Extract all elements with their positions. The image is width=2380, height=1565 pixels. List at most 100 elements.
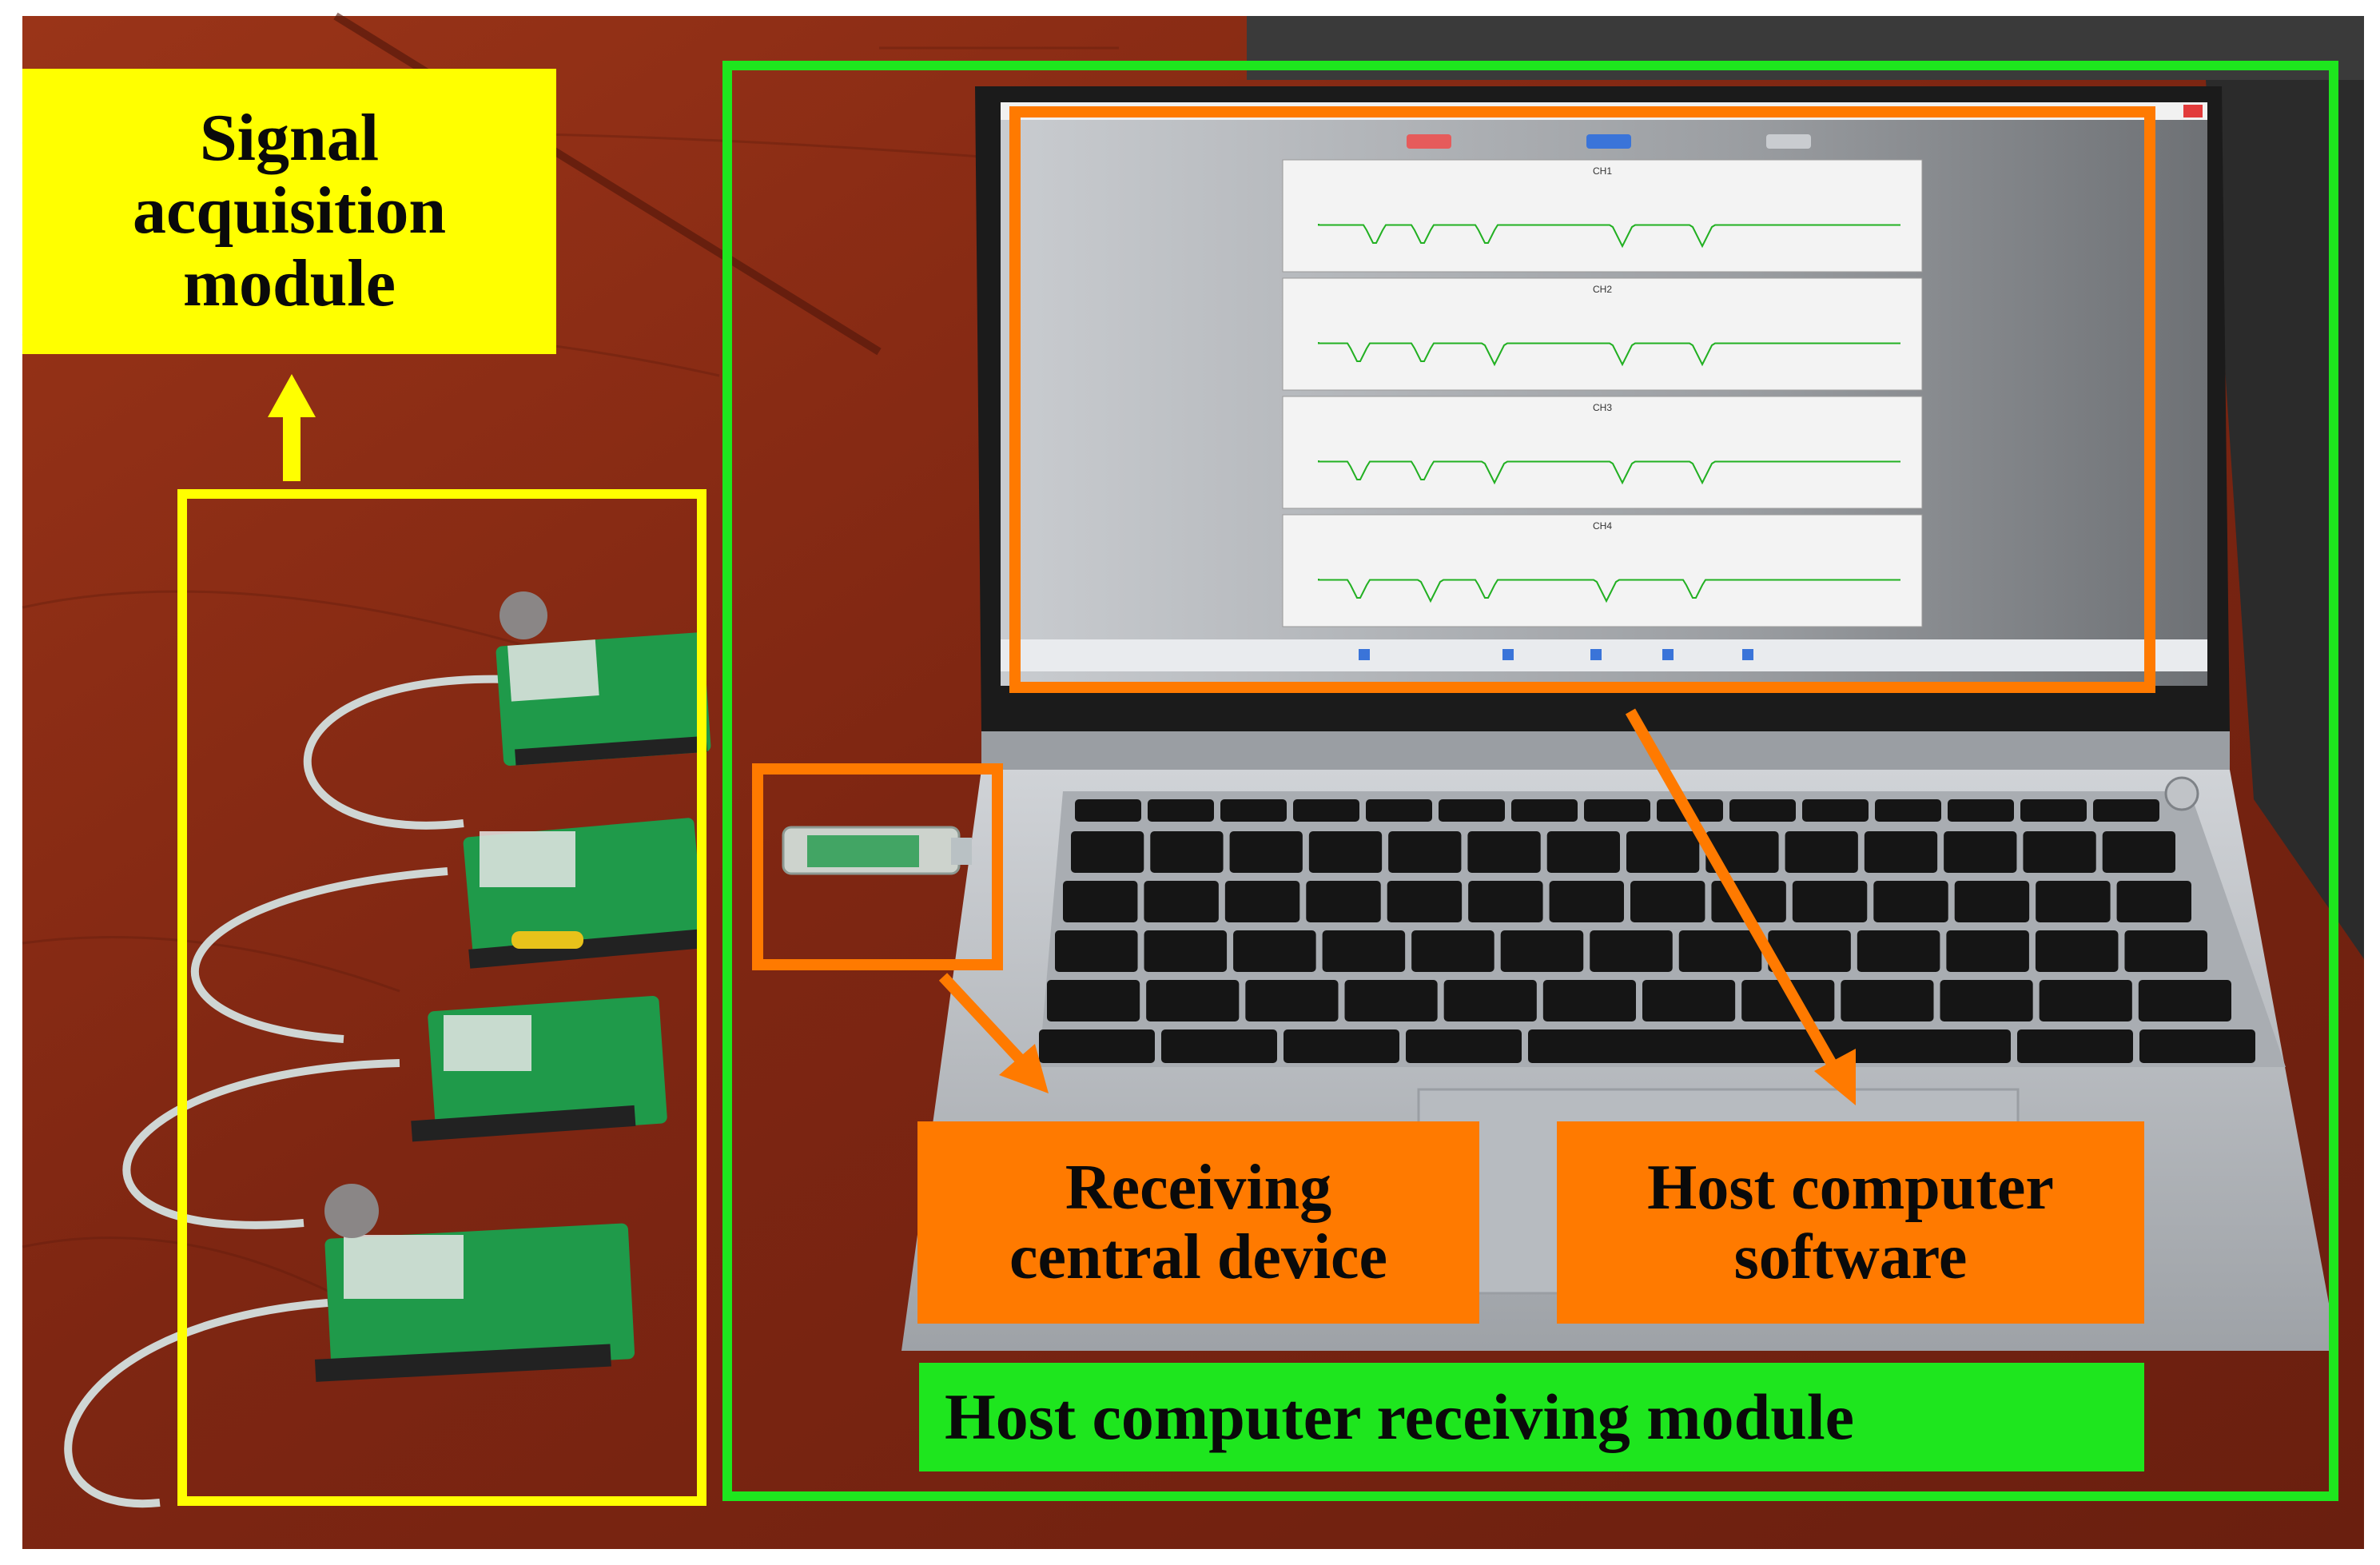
arrow-diagonal-icon [1625,708,1856,1105]
keyboard-key [1439,799,1505,822]
keyboard-key [1322,930,1406,972]
keyboard-key [1144,930,1228,972]
keyboard-key [1546,831,1620,873]
keyboard-key [1063,881,1138,922]
keyboard-key [1785,831,1858,873]
dongle-frame [752,763,1003,970]
keyboard-key [1802,799,1869,822]
keyboard-key [1946,930,2029,972]
keyboard-key [1229,831,1303,873]
keyboard-key [1220,799,1287,822]
keyboard-key [1161,1029,1277,1063]
keyboard-key [2036,881,2111,922]
keyboard-key [1875,799,1941,822]
keyboard-key [1344,980,1438,1021]
keyboard-key [1500,930,1584,972]
channel-panel [1282,277,1923,391]
keyboard-key [1549,881,1624,922]
keyboard-key [1308,831,1383,873]
keyboard-key [1864,831,1938,873]
sensor-board-icon [496,591,711,766]
software-frame [1009,106,2155,693]
keyboard-key [1678,930,1762,972]
keyboard-key [1293,799,1359,822]
keyboard-key [1148,799,1214,822]
channel-title: CH1 [1593,165,1612,177]
signal-trace [1318,224,1900,249]
sensor-board-icon [463,818,704,969]
keyboard-key [2020,799,2087,822]
keyboard-key [1944,831,2017,873]
keyboard-key [2093,799,2159,822]
keyboard-key [1468,881,1543,922]
keyboard-key [1071,831,1144,873]
keyboard-key [2017,1029,2133,1063]
keyboard-key [1705,831,1779,873]
host-software-label: Host computer software [1557,1121,2144,1324]
keyboard-key [1284,1029,1399,1063]
keyboard-key [1584,799,1650,822]
signal-acquisition-label: Signal acquisition module [22,69,556,354]
keyboard-key [1366,799,1432,822]
keyboard-key [1411,930,1494,972]
keyboard-key [1630,881,1705,922]
keyboard-key [2039,980,2132,1021]
keyboard-key [1626,831,1700,873]
keyboard-key [1150,831,1224,873]
host-receiving-label: Host computer receiving module [919,1363,2144,1471]
keyboard-key [1224,881,1300,922]
arrow-up-icon [268,374,316,481]
signal-trace [1318,579,1900,603]
sensor-board-icon [314,1184,635,1382]
signal-trace [1318,342,1900,367]
sensor-board-icon [411,995,667,1142]
keyboard-key [1940,980,2033,1021]
keyboard-key [1873,881,1948,922]
channel-title: CH2 [1593,284,1612,295]
keyboard-key [1443,980,1537,1021]
keyboard-key [1245,980,1339,1021]
keyboard-key [1741,980,1835,1021]
keyboard-key [1768,930,1851,972]
keyboard-key [2138,980,2231,1021]
keyboard-key [1306,881,1381,922]
keyboard-key [1841,980,1934,1021]
keyboard-key [1642,980,1736,1021]
keyboard-key [2139,1029,2255,1063]
keyboard-key [1954,881,2030,922]
keyboard-key [1467,831,1541,873]
signal-acquisition-frame [177,489,706,1506]
host-receiving-frame [722,61,2338,1501]
usb-dongle-icon [782,826,972,875]
keyboard-key [2116,881,2191,922]
keyboard-key [1729,799,1796,822]
keyboard-key [1144,881,1219,922]
keyboard-key [2102,831,2175,873]
keyboard-key [1039,1029,1155,1063]
keyboard-key [1055,930,1138,972]
keyboard-key [1948,799,2014,822]
channel-panel [1282,396,1923,509]
keyboard-key [1075,799,1141,822]
keyboard-key [1387,881,1463,922]
keyboard-key [2035,930,2119,972]
keyboard-key [1792,881,1868,922]
keyboard-key [1388,831,1462,873]
receiving-device-label: Receiving central device [917,1121,1479,1324]
channel-panel [1282,514,1923,627]
keyboard-key [1542,980,1636,1021]
sensor-boards [64,591,711,1508]
channel-panel [1282,159,1923,273]
keyboard-key [1233,930,1316,972]
keyboard-key [2124,930,2207,972]
keyboard-key [1146,980,1240,1021]
keyboard-key [1511,799,1578,822]
keyboard-key [2023,831,2096,873]
keyboard [1039,799,2255,1063]
channel-title: CH4 [1593,520,1612,532]
keyboard-key [1047,980,1140,1021]
keyboard-key [1406,1029,1522,1063]
keyboard-key [1590,930,1673,972]
